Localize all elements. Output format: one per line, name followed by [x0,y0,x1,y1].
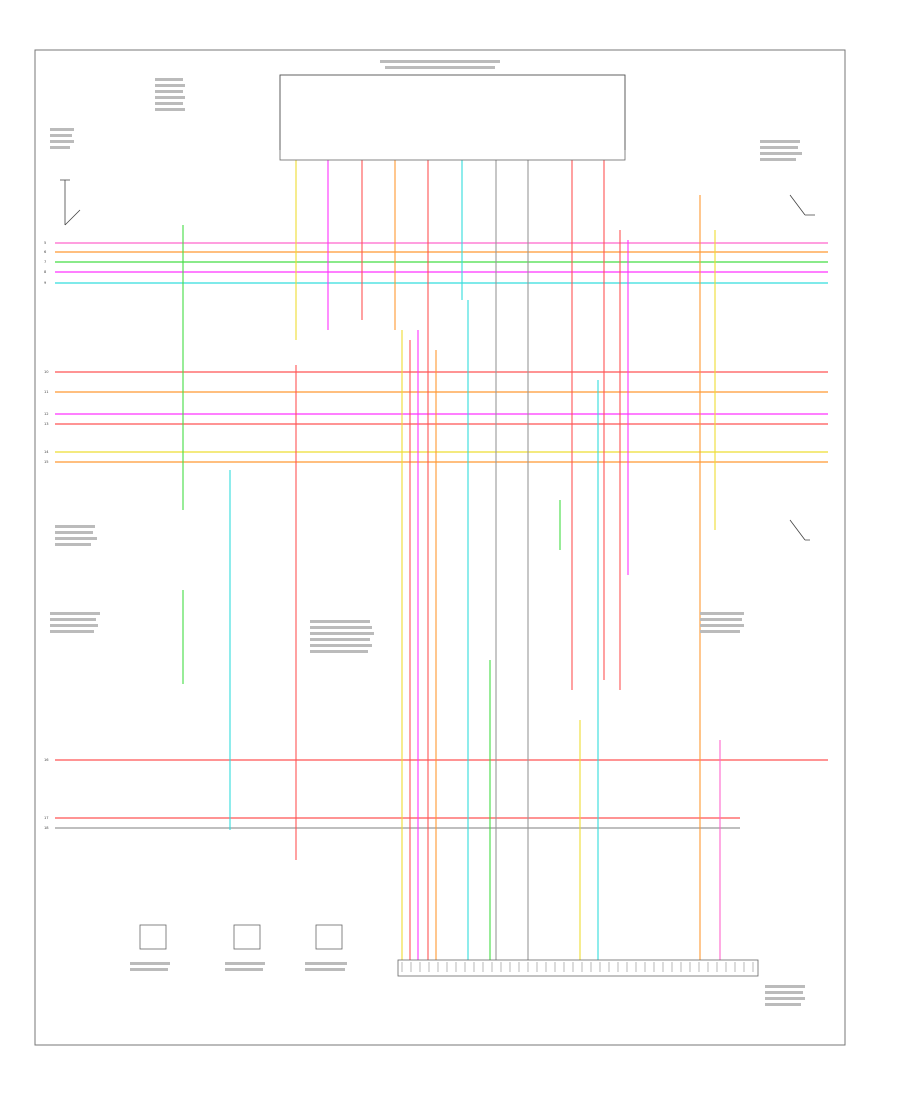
wire-pin-label-6: 10 [44,370,49,374]
wire-pin-label-13: 17 [44,816,49,820]
wire-pin-label-2: 6 [44,250,47,254]
wire-pin-label-14: 18 [44,826,49,830]
wire-pin-label-5: 9 [44,281,47,285]
vertical-wires [182,160,721,960]
label-placeholders [50,60,805,1006]
pcm-connector [397,959,759,977]
wire-pin-label-9: 13 [44,422,49,426]
trans-range-sensor [139,924,167,950]
output-shaft-speed-sensor [233,924,261,950]
right-switch-mid-icon [789,519,810,541]
pcm-pin-row [401,962,754,972]
wire-pin-label-3: 7 [44,260,46,264]
wire-pin-label-11: 15 [44,460,49,464]
horizontal-wires [55,242,828,829]
wire-pin-labels: 5 6 7 8 9 10 11 12 13 14 15 16 17 18 [44,241,49,830]
wire-pin-label-12: 16 [44,758,49,762]
diagram-frame [34,49,846,1046]
right-switch-top-icon [789,194,815,216]
wire-pin-label-1: 5 [44,241,46,245]
solenoid-block [279,74,626,161]
wire-pin-label-10: 14 [44,450,49,454]
wire-pin-label-7: 11 [44,390,49,394]
solenoid-bracket [279,74,626,150]
wire-pin-label-8: 12 [44,412,49,416]
turbine-shaft-speed-sensor [315,924,343,950]
components [139,74,759,977]
left-switch-icon [60,179,81,226]
wire-pin-label-4: 8 [44,270,47,274]
